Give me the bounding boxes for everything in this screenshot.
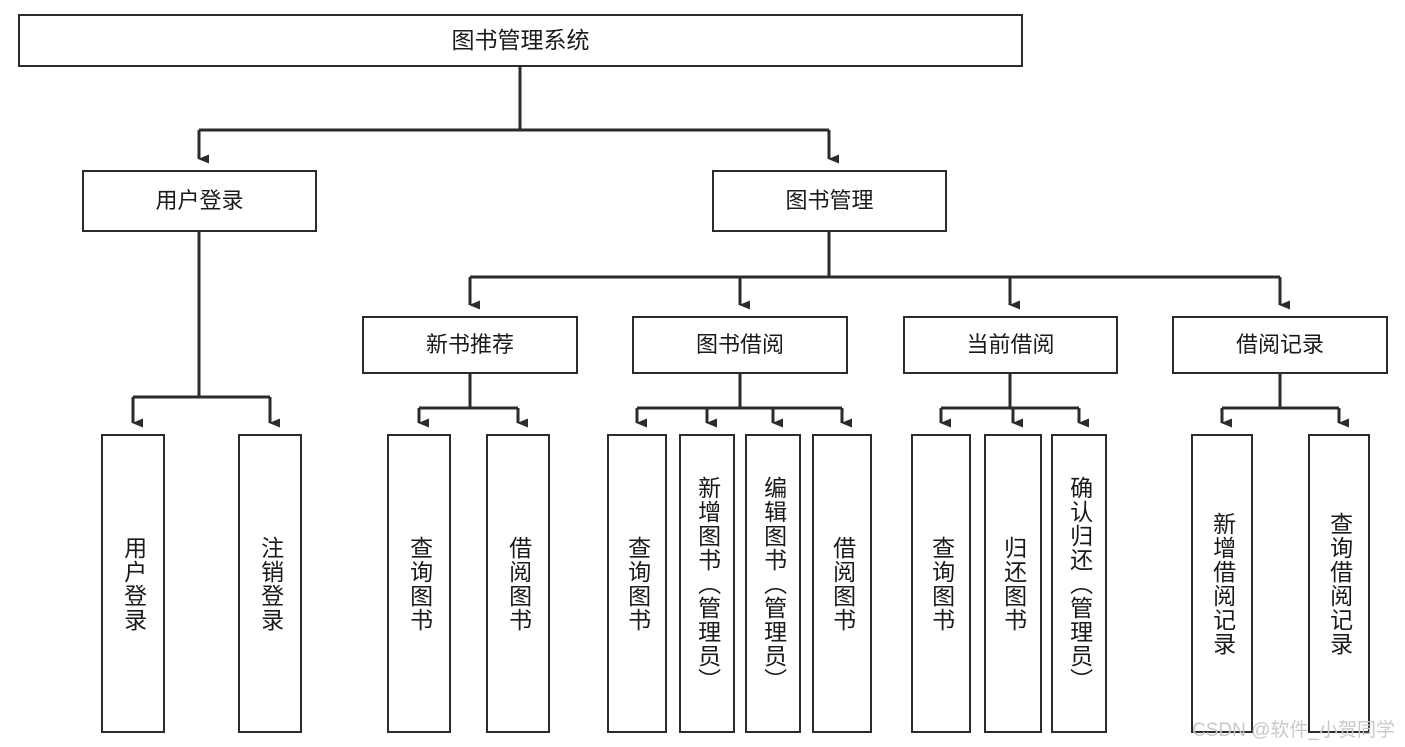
- node-root-label: 图书管理系统: [451, 26, 590, 53]
- node-leaf-0[interactable]: 用户登录: [101, 434, 165, 733]
- node-leaf-4-label: 查询图书: [624, 535, 651, 632]
- node-level3-2[interactable]: 当前借阅: [903, 316, 1118, 374]
- node-leaf-8[interactable]: 查询图书: [911, 434, 971, 733]
- node-level3-0-label: 新书推荐: [425, 332, 514, 358]
- node-leaf-6[interactable]: 编辑图书（管理员）: [745, 434, 801, 733]
- node-level2-1-label: 图书管理: [785, 188, 874, 214]
- node-level2-0[interactable]: 用户登录: [82, 170, 317, 232]
- node-leaf-11-label: 新增借阅记录: [1209, 511, 1236, 656]
- node-leaf-2[interactable]: 查询图书: [387, 434, 451, 733]
- node-leaf-1[interactable]: 注销登录: [238, 434, 302, 733]
- node-level3-1[interactable]: 图书借阅: [632, 316, 848, 374]
- node-leaf-10[interactable]: 确认归还（管理员）: [1051, 434, 1107, 733]
- node-leaf-12[interactable]: 查询借阅记录: [1308, 434, 1370, 733]
- node-level3-3-label: 借阅记录: [1235, 332, 1324, 358]
- node-leaf-12-label: 查询借阅记录: [1326, 511, 1353, 656]
- node-leaf-8-label: 查询图书: [928, 535, 955, 632]
- node-leaf-0-label: 用户登录: [120, 535, 147, 632]
- node-leaf-5[interactable]: 新增图书（管理员）: [679, 434, 735, 733]
- node-leaf-11[interactable]: 新增借阅记录: [1191, 434, 1253, 733]
- node-leaf-9[interactable]: 归还图书: [984, 434, 1042, 733]
- node-leaf-10-label: 确认归还（管理员）: [1066, 475, 1093, 692]
- node-leaf-2-label: 查询图书: [406, 535, 433, 632]
- node-level2-0-label: 用户登录: [155, 188, 244, 214]
- node-leaf-7[interactable]: 借阅图书: [812, 434, 872, 733]
- node-leaf-9-label: 归还图书: [1000, 535, 1027, 632]
- node-leaf-5-label: 新增图书（管理员）: [694, 475, 721, 692]
- node-leaf-3-label: 借阅图书: [505, 535, 532, 632]
- node-level3-1-label: 图书借阅: [695, 332, 784, 358]
- node-leaf-7-label: 借阅图书: [829, 535, 856, 632]
- node-level3-3[interactable]: 借阅记录: [1172, 316, 1388, 374]
- node-root[interactable]: 图书管理系统: [18, 14, 1023, 67]
- node-leaf-4[interactable]: 查询图书: [607, 434, 667, 733]
- node-level3-2-label: 当前借阅: [966, 332, 1055, 358]
- node-leaf-3[interactable]: 借阅图书: [486, 434, 550, 733]
- node-level3-0[interactable]: 新书推荐: [362, 316, 578, 374]
- node-leaf-1-label: 注销登录: [257, 535, 284, 632]
- node-level2-1[interactable]: 图书管理: [712, 170, 947, 232]
- node-leaf-6-label: 编辑图书（管理员）: [760, 475, 787, 692]
